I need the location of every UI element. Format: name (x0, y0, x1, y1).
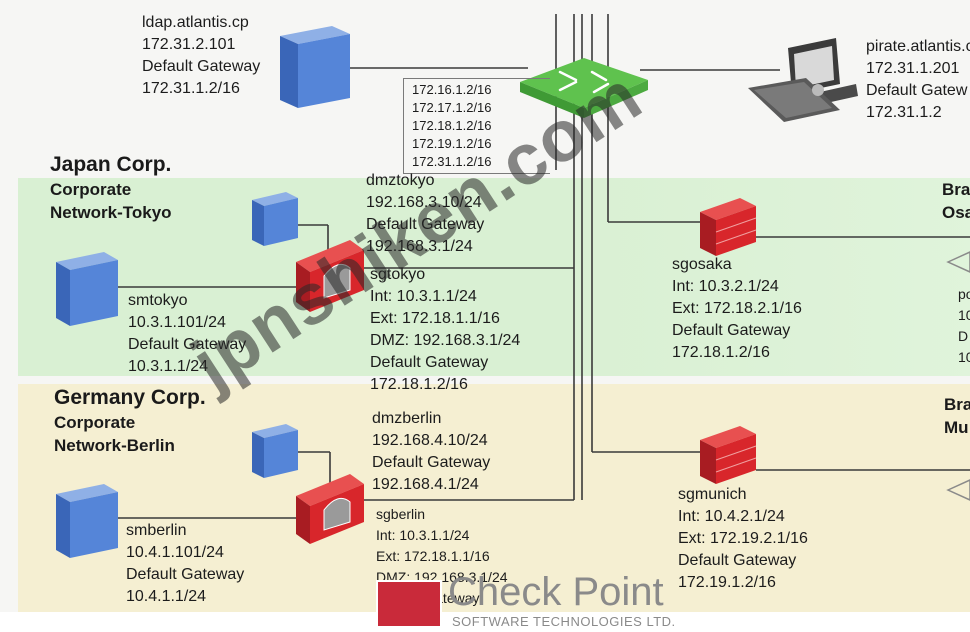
gateway-int: Int: 10.4.2.1/24 (678, 508, 785, 525)
gateway-default-label: Default Gateway (672, 322, 791, 339)
munich-branch-title: Bra Mu (944, 393, 970, 439)
tokyo-zone-fade (560, 178, 970, 376)
gateway-int: Int: 10.3.1.1/24 (376, 527, 470, 543)
dmzberlin-server-icon (252, 424, 298, 478)
sgmunich-firewall-icon (700, 426, 757, 484)
gateway-default-label: Default Gateway (678, 552, 797, 569)
host-gateway-label: Default Gatew (866, 82, 968, 99)
sgberlin-firewall-icon (296, 474, 364, 544)
host-name: smberlin (126, 522, 187, 539)
tokyo-zone-title: Japan Corp. Corporate Network-Tokyo (50, 152, 172, 224)
gateway-ext: Ext: 172.18.1.1/16 (370, 310, 500, 327)
host-name: dmzberlin (372, 410, 442, 427)
gateway-default: 172.18.1.2/16 (370, 376, 468, 393)
host-ip: 172.31.2.101 (142, 36, 236, 53)
host-gateway-label: Default Gateway (126, 566, 245, 583)
router-interface: 172.31.1.2/16 (412, 154, 492, 169)
osaka-host-label: po 10 D 10 (958, 284, 970, 368)
branch-title: Bra (944, 395, 970, 414)
gateway-dmz: DMZ: 192.168.3.1/24 (370, 332, 521, 349)
host-name: dmztokyo (366, 172, 435, 189)
gateway-name: sgtokyo (370, 266, 426, 283)
host-gateway-label: D (958, 328, 969, 344)
smtokyo-server-icon (56, 252, 118, 326)
ldap-label: ldap.atlantis.cp 172.31.2.101 Default Ga… (142, 12, 260, 100)
smberlin-label: smberlin 10.4.1.101/24 Default Gateway 1… (126, 520, 244, 608)
osaka-branch-title: Bra Osa (942, 178, 970, 224)
smberlin-server-icon (56, 484, 118, 558)
router-interface: 172.16.1.2/16 (412, 82, 492, 97)
brand-subtitle: SOFTWARE TECHNOLOGIES LTD. (452, 614, 676, 629)
check-point-logo-icon (376, 580, 442, 628)
router-interface: 172.17.1.2/16 (412, 100, 492, 115)
router-interface: 172.18.1.2/16 (412, 118, 492, 133)
zone-subtitle: Corporate (50, 180, 132, 199)
gateway-ext: Ext: 172.18.2.1/16 (672, 300, 802, 317)
host-name: pirate.atlantis.c (866, 38, 970, 55)
host-gateway: 10.4.1.1/24 (126, 588, 207, 605)
host-ip: 10 (958, 307, 970, 323)
munich-host-icon (946, 479, 970, 501)
smtokyo-label: smtokyo 10.3.1.101/24 Default Gateway 10… (128, 290, 246, 378)
host-name: smtokyo (128, 292, 188, 309)
osaka-host-icon (946, 251, 970, 273)
router-interface-list: 172.16.1.2/16 172.17.1.2/16 172.18.1.2/1… (412, 81, 492, 171)
sgtokyo-label: sgtokyo Int: 10.3.1.1/24 Ext: 172.18.1.1… (370, 264, 520, 396)
gateway-default: 172.19.1.2/16 (678, 574, 776, 591)
host-ip: 172.31.1.201 (866, 60, 960, 77)
dmztokyo-label: dmztokyo 192.168.3.10/24 Default Gateway… (366, 170, 484, 258)
host-gateway: 172.31.1.2 (866, 104, 942, 121)
sgtokyo-firewall-icon (296, 240, 364, 312)
gateway-ext: Ext: 172.19.2.1/16 (678, 530, 808, 547)
gateway-name: sgmunich (678, 486, 747, 503)
ldap-server-icon (280, 26, 350, 108)
host-name: po (958, 286, 970, 302)
zone-subtitle: Network-Berlin (54, 436, 175, 455)
berlin-zone-title: Germany Corp. Corporate Network-Berlin (54, 385, 206, 457)
branch-title: Bra (942, 180, 970, 199)
sgmunich-label: sgmunich Int: 10.4.2.1/24 Ext: 172.19.2.… (678, 484, 808, 594)
host-ip: 10.3.1.101/24 (128, 314, 226, 331)
host-gateway-label: Default Gateway (372, 454, 491, 471)
branch-title: Mu (944, 418, 969, 437)
router-icon (520, 58, 648, 118)
router-interface-box: 172.16.1.2/16 172.17.1.2/16 172.18.1.2/1… (403, 78, 550, 174)
gateway-name: sgosaka (672, 256, 732, 273)
host-gateway: 10 (958, 349, 970, 365)
berlin-zone (18, 384, 970, 614)
host-ip: 192.168.3.10/24 (366, 194, 482, 211)
host-gateway-label: Default Gateway (366, 216, 485, 233)
host-gateway: 172.31.1.2/16 (142, 80, 240, 97)
footer (0, 612, 970, 632)
host-name: ldap.atlantis.cp (142, 14, 249, 31)
router-interface: 172.19.1.2/16 (412, 136, 492, 151)
pirate-workstation-icon (748, 38, 858, 122)
pirate-label: pirate.atlantis.c 172.31.1.201 Default G… (866, 36, 970, 124)
host-ip: 10.4.1.101/24 (126, 544, 224, 561)
sgosaka-firewall-icon (700, 198, 757, 256)
gateway-int: Int: 10.3.1.1/24 (370, 288, 477, 305)
branch-title: Osa (942, 203, 970, 222)
zone-title: Germany Corp. (54, 386, 206, 409)
sgosaka-label: sgosaka Int: 10.3.2.1/24 Ext: 172.18.2.1… (672, 254, 802, 364)
gateway-default: 172.18.1.2/16 (672, 344, 770, 361)
gateway-default-label: Default Gateway (370, 354, 489, 371)
zone-title: Japan Corp. (50, 153, 172, 176)
dmzberlin-label: dmzberlin 192.168.4.10/24 Default Gatewa… (372, 408, 490, 496)
host-gateway: 192.168.4.1/24 (372, 476, 479, 493)
host-gateway-label: Default Gateway (142, 58, 261, 75)
zone-subtitle: Corporate (54, 413, 136, 432)
host-gateway: 10.3.1.1/24 (128, 358, 209, 375)
gateway-int: Int: 10.3.2.1/24 (672, 278, 779, 295)
gateway-ext: Ext: 172.18.1.1/16 (376, 548, 490, 564)
dmztokyo-server-icon (252, 192, 298, 246)
host-ip: 192.168.4.10/24 (372, 432, 488, 449)
gateway-name: sgberlin (376, 506, 426, 522)
host-gateway-label: Default Gateway (128, 336, 247, 353)
brand-name: Check Point (448, 570, 664, 614)
zone-subtitle: Network-Tokyo (50, 203, 172, 222)
host-gateway: 192.168.3.1/24 (366, 238, 473, 255)
